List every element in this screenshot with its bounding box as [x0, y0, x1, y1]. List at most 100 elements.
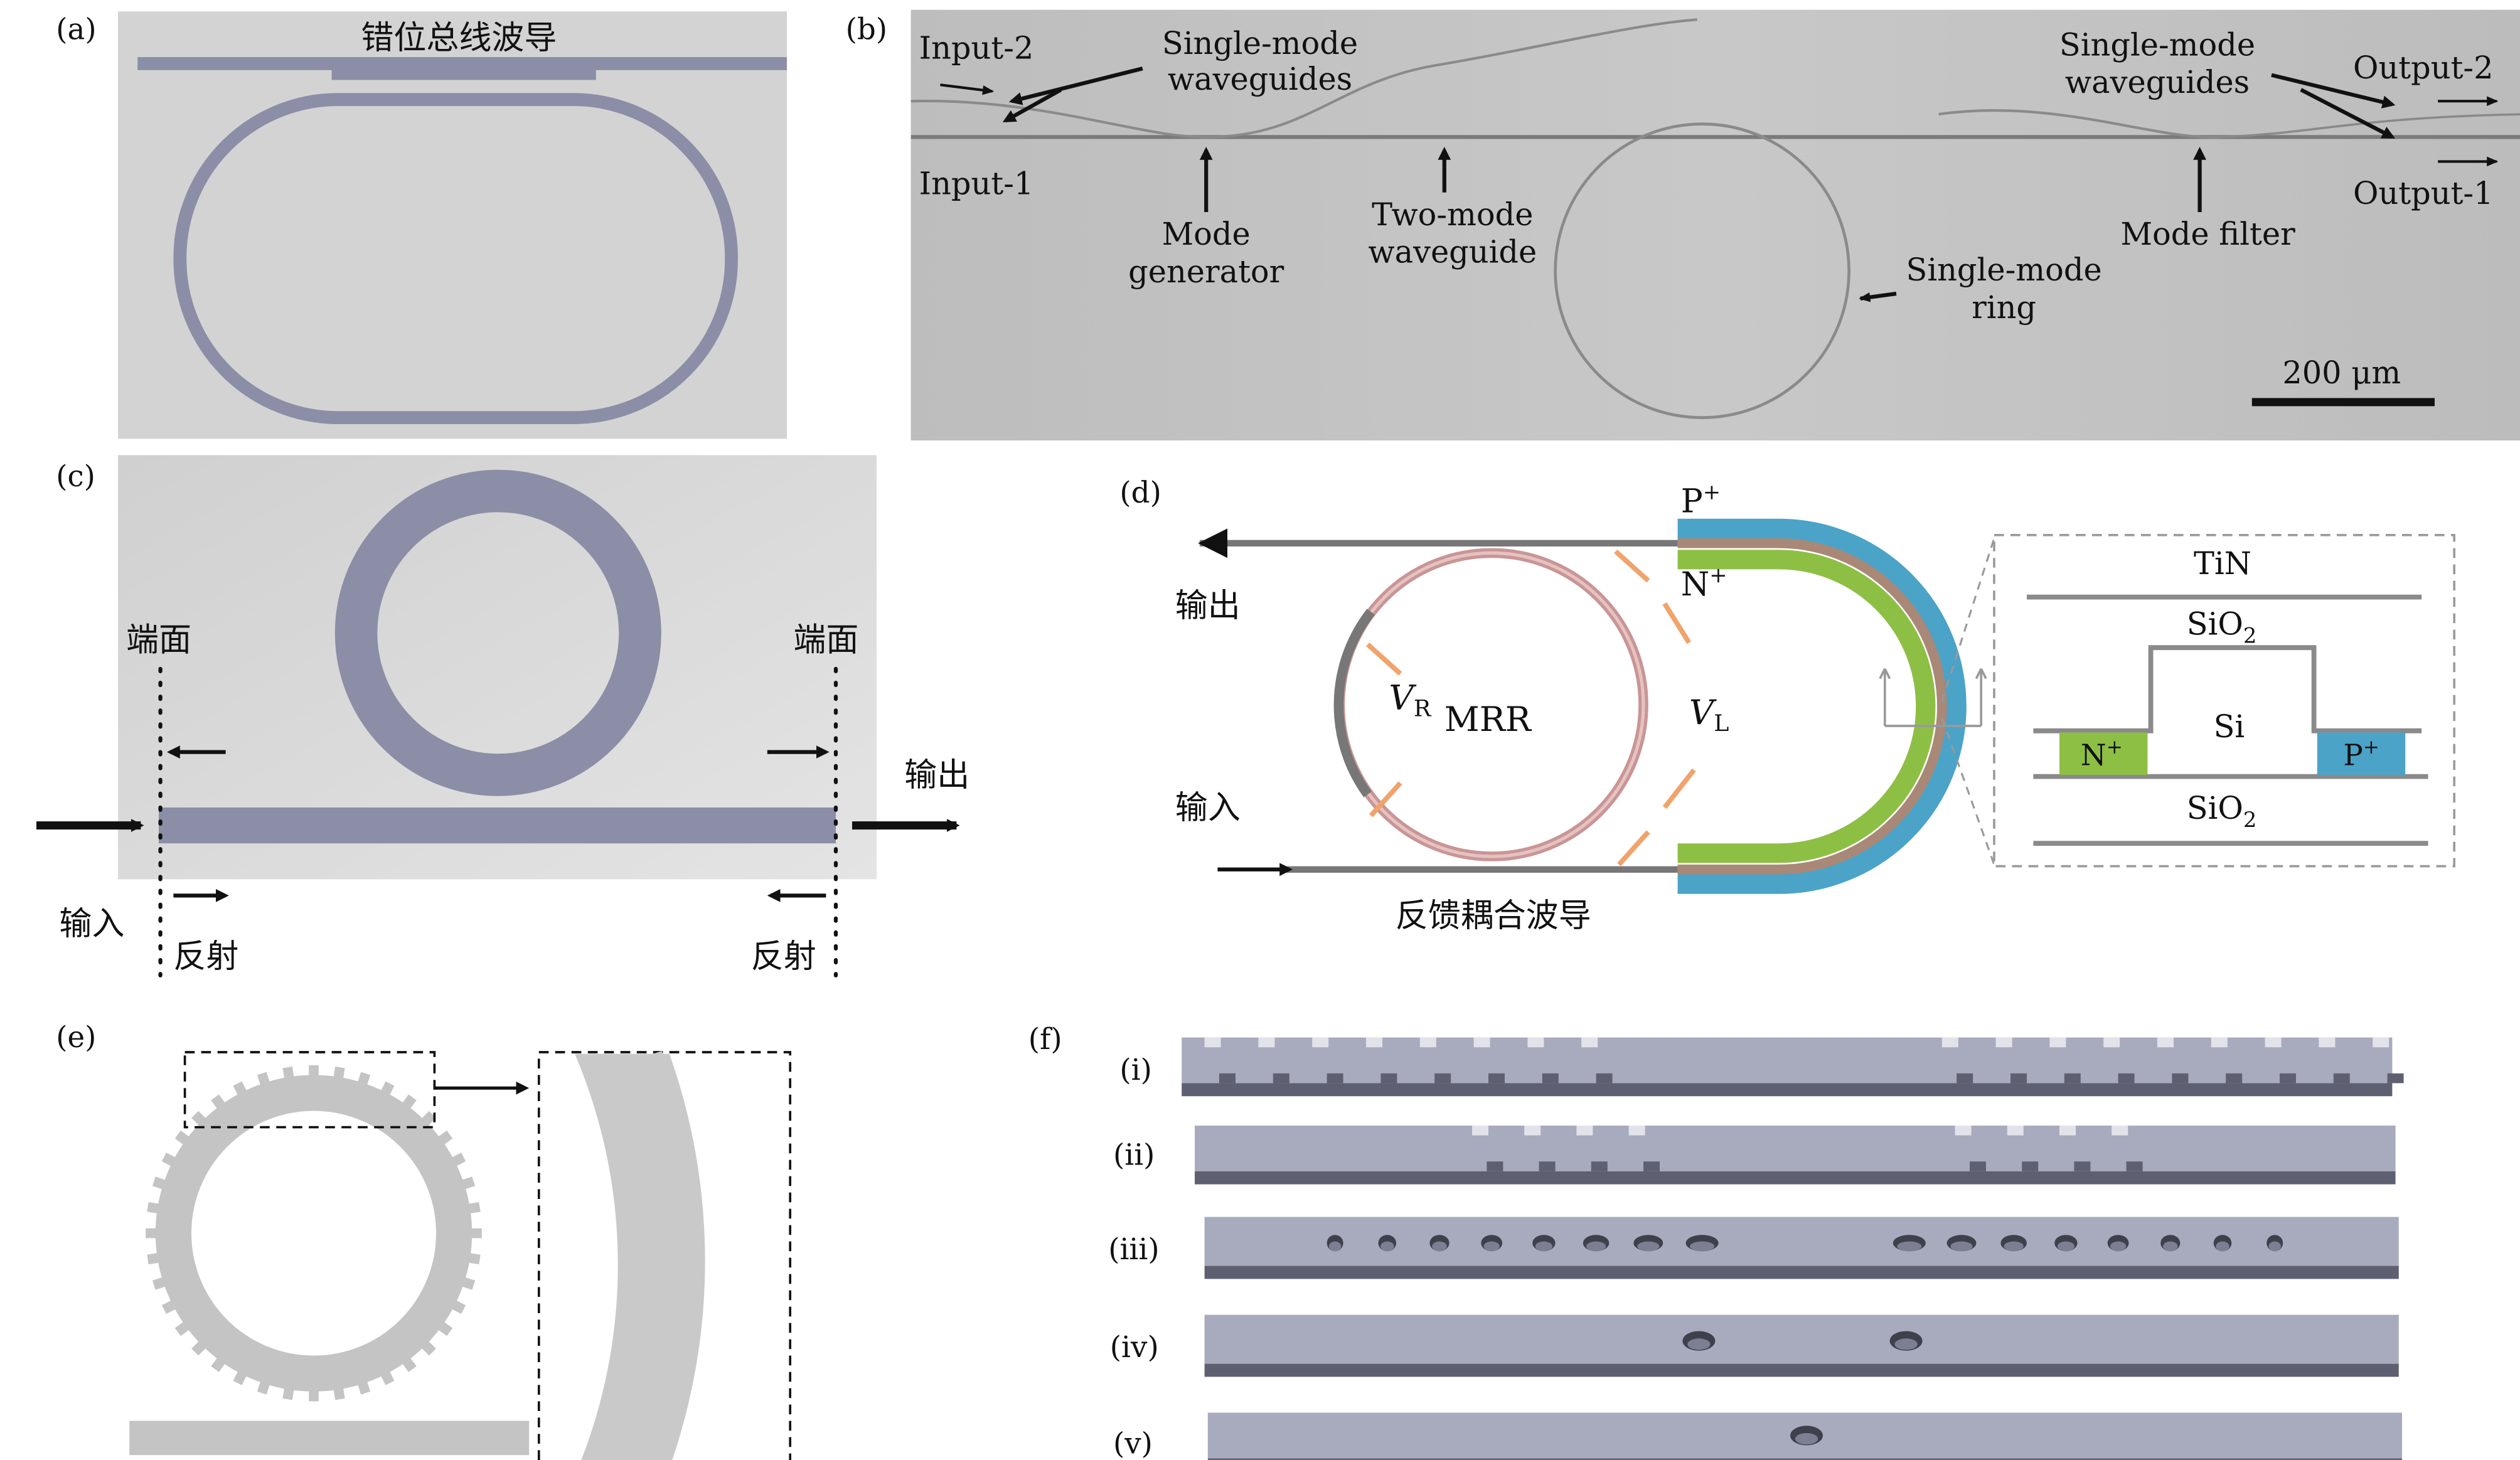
- grating-notch-i-bottom: [2280, 1073, 2296, 1084]
- grating-tooth: [174, 1130, 190, 1146]
- defect-hole-inner: [1687, 1338, 1711, 1350]
- grating-tooth: [333, 1066, 345, 1080]
- grating-notch-ii-bottom: [1643, 1161, 1660, 1171]
- zoomed-grating-tooth: [674, 1248, 697, 1274]
- photonic-hole-inner: [1328, 1241, 1342, 1252]
- grating-notch-i-top: [1204, 1037, 1221, 1048]
- inset-p-plus-label: P+: [2343, 736, 2379, 772]
- grating-tooth: [357, 1380, 371, 1395]
- grating-tooth: [257, 1072, 270, 1086]
- photonic-hole-inner: [2163, 1241, 2178, 1252]
- grating-notch-i-top: [1419, 1037, 1436, 1048]
- grating-notch-ii-bottom: [1539, 1161, 1556, 1171]
- grating-notch-i-bottom: [1596, 1073, 1613, 1084]
- output-label: 输出: [904, 757, 969, 794]
- grating-notch-i-bottom: [1219, 1073, 1236, 1084]
- photonic-hole-inner: [1637, 1241, 1660, 1252]
- ring-line2: ring: [1972, 289, 2036, 326]
- grating-notch-i-top: [2103, 1037, 2120, 1048]
- grating-tooth: [451, 1299, 466, 1314]
- si-rib-outline: [2033, 645, 2422, 733]
- panel-e-label: (e): [56, 1021, 96, 1055]
- grating-tooth: [380, 1370, 395, 1385]
- grating-notch-i-top: [1941, 1037, 1958, 1048]
- grating-tooth: [437, 1130, 453, 1146]
- grating-notch-i-top: [1995, 1037, 2012, 1048]
- mrr-label: MRR: [1444, 699, 1532, 739]
- vr-marker-1: [1365, 642, 1402, 676]
- input-2-label: Input-2: [919, 30, 1034, 67]
- grating-tooth: [174, 1321, 190, 1336]
- panel-f-label: (f): [1028, 1023, 1062, 1057]
- grating-tooth: [282, 1066, 294, 1080]
- zoomed-grating-ring: [574, 1051, 705, 1460]
- grating-notch-i-bottom: [1380, 1073, 1397, 1084]
- grating-notch-ii-top: [1955, 1126, 1972, 1136]
- grating-notch-i-bottom: [2118, 1073, 2135, 1084]
- output-arrowhead: [1198, 528, 1227, 558]
- inset-border: [1993, 533, 2456, 868]
- grating-tooth: [309, 1390, 319, 1402]
- grating-notch-ii-bottom: [1487, 1161, 1503, 1171]
- grating-notch-i-bottom: [2333, 1073, 2350, 1084]
- mode-filter-label: Mode filter: [2120, 216, 2295, 252]
- panel-a: (a) 错位总线波导: [56, 11, 788, 439]
- photonic-hole-inner: [1690, 1241, 1715, 1252]
- cross-section-inset: TiN SiO2 Si N+ P+ SiO2: [1993, 533, 2456, 868]
- single-mode-waveguides-left-line2: waveguides: [1168, 61, 1352, 97]
- grating-notch-ii-bottom: [2022, 1161, 2039, 1171]
- grating-notch-i-bottom: [2387, 1073, 2404, 1084]
- zoom-frame: [537, 1051, 792, 1460]
- grating-notch-ii-top: [1576, 1126, 1593, 1136]
- grating-tooth: [470, 1228, 482, 1239]
- grating-notch-i-top: [1581, 1037, 1598, 1048]
- grating-notch-i-top: [1312, 1037, 1329, 1048]
- grating-ring: [146, 1065, 482, 1402]
- right-reflect-label: 反射: [751, 938, 816, 976]
- panel-d: (d) P+ N+ 输出 输入 VR MRR VL 反馈耦合波导: [1119, 476, 2456, 935]
- left-facet-label: 端面: [126, 621, 191, 659]
- single-mode-waveguides-right-line2: waveguides: [2065, 64, 2250, 100]
- grating-notch-i-bottom: [2064, 1073, 2081, 1084]
- vl-marker-3: [1662, 768, 1696, 809]
- grating-notch-i-bottom: [1542, 1073, 1559, 1084]
- grating-tooth: [146, 1228, 158, 1239]
- waveguide-side-face: [1204, 1363, 2399, 1377]
- grating-notch-i-bottom: [2010, 1073, 2027, 1084]
- photonic-hole-inner: [2216, 1241, 2229, 1252]
- grating-notch-i-top: [2049, 1037, 2066, 1048]
- grating-tooth: [333, 1387, 345, 1400]
- grating-tooth: [420, 1111, 436, 1126]
- ring-resonator: [334, 469, 661, 796]
- sio2-bottom-label: SiO2: [2187, 790, 2257, 832]
- grating-notch-ii-bottom: [1591, 1161, 1608, 1171]
- grating-tooth: [357, 1072, 371, 1086]
- grating-notch-ii-top: [2059, 1126, 2076, 1136]
- zoomed-grating-tooth: [665, 1344, 691, 1374]
- waveguide-top-surface: [1204, 1314, 2399, 1364]
- scale-bar: [2251, 398, 2435, 407]
- grating-notch-i-bottom: [1273, 1073, 1289, 1084]
- output-1-label: Output-1: [2353, 175, 2494, 211]
- vl-marker-2: [1662, 602, 1692, 644]
- feedback-waveguide-core: [1677, 538, 1947, 875]
- output-waveguide-2: [1938, 109, 2219, 139]
- grating-tooth: [437, 1321, 453, 1336]
- output-label: 输出: [1175, 587, 1241, 625]
- grating-notch-ii-top: [1524, 1126, 1541, 1136]
- grating-tooth: [211, 1094, 226, 1110]
- photonic-hole-inner: [2004, 1241, 2024, 1252]
- grating-tooth: [451, 1153, 466, 1167]
- waveguide-top-surface: [1204, 1217, 2399, 1266]
- grating-tooth: [402, 1356, 417, 1372]
- single-mode-waveguides-right-line1: Single-mode: [2059, 26, 2255, 63]
- row-iii-label: (iii): [1108, 1233, 1159, 1267]
- left-reflect-label: 反射: [173, 938, 238, 976]
- input-label: 输入: [1175, 789, 1241, 827]
- grating-notch-ii-bottom: [1970, 1161, 1986, 1171]
- grating-notch-i-bottom: [1327, 1073, 1343, 1084]
- zoomed-grating-tooth: [654, 1099, 683, 1130]
- coupling-waveguide-label: 反馈耦合波导: [1396, 897, 1591, 935]
- inset-n-plus-label: N+: [2081, 736, 2123, 772]
